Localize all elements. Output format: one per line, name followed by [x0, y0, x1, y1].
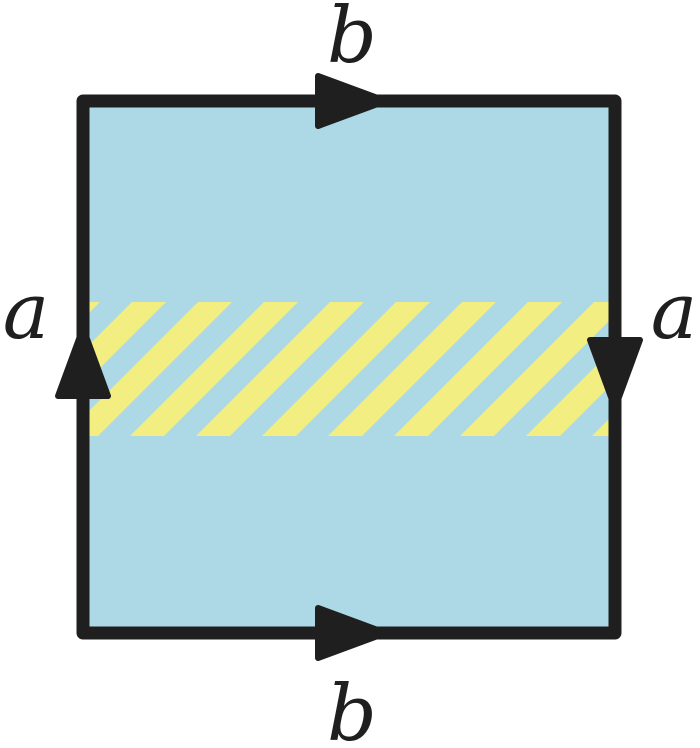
hatch-stripe — [262, 302, 430, 436]
hatch-stripe — [394, 302, 562, 436]
hatched-band — [83, 302, 615, 436]
bottom-edge-arrow — [315, 605, 389, 661]
right-edge-arrow — [587, 337, 643, 411]
hatch-stripe — [83, 302, 166, 385]
hatch-stripe — [526, 347, 615, 436]
hatch-stripe — [328, 302, 496, 436]
top-edge-label: b — [327, 0, 377, 81]
hatch-stripe — [196, 302, 364, 436]
hatch-stripe — [130, 302, 298, 436]
hatch-stripe — [460, 302, 615, 436]
right-edge-label: a — [651, 267, 698, 357]
left-edge-label: a — [3, 267, 50, 357]
top-edge-arrow — [315, 73, 389, 129]
left-edge-arrow — [55, 325, 111, 399]
bottom-edge-label: b — [327, 669, 377, 748]
hatch-stripe — [83, 302, 232, 436]
